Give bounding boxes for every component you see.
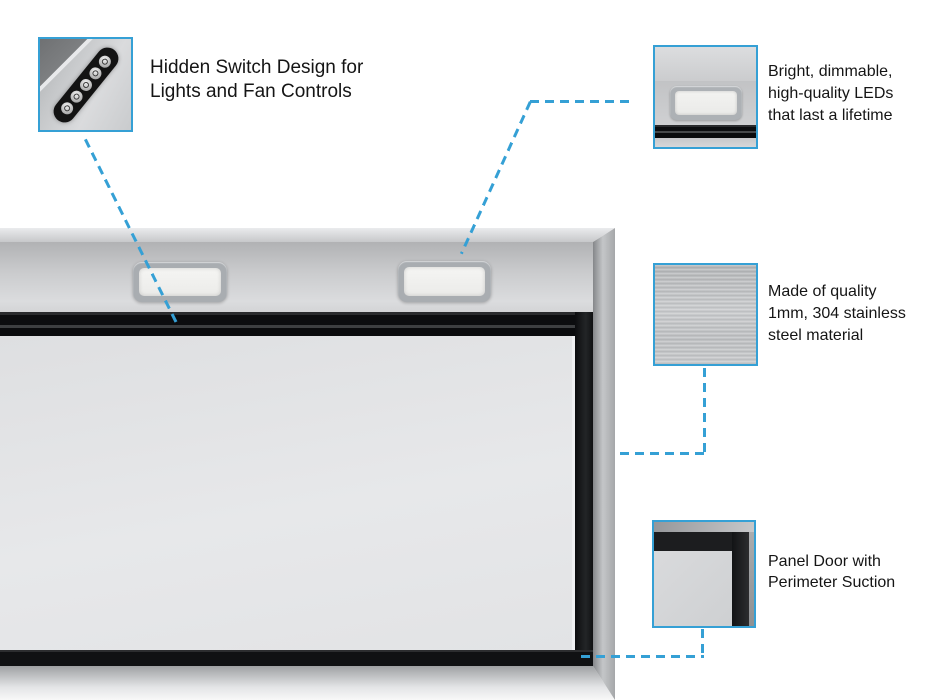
- callout-text-leds: Bright, dimmable, high-quality LEDs that…: [768, 63, 894, 124]
- hood-perimeter-suction-slot-top: [0, 312, 593, 336]
- hood-led-light-right: [398, 261, 491, 302]
- suction-slot-top: [654, 532, 749, 551]
- connector-line-panel-vertical: [701, 629, 704, 656]
- door-panel: [654, 551, 732, 626]
- hood-perimeter-suction-slot-right: [575, 312, 593, 666]
- frame-edge: [749, 532, 754, 626]
- stainless-band: [654, 522, 754, 532]
- range-hood-image: [0, 228, 615, 700]
- connector-line-steel-horizontal: [620, 452, 706, 455]
- hood-panel-door: [0, 336, 575, 650]
- hood-bottom-stainless-band: [0, 666, 615, 700]
- callout-text-hidden-switch: Hidden Switch Design for Lights and Fan …: [150, 57, 364, 102]
- door-corner-thumbnail: [652, 520, 756, 628]
- suction-slot-right: [732, 532, 749, 626]
- hood-perimeter-suction-slot-bottom: [0, 650, 593, 666]
- callout-text-steel: Made of quality 1mm, 304 stainless steel…: [768, 283, 906, 344]
- connector-line-panel-horizontal: [581, 655, 704, 658]
- stainless-band: [655, 47, 756, 81]
- stainless-band: [655, 138, 756, 147]
- switch-closeup-thumbnail: [38, 37, 133, 132]
- hood-outer-frame-top: [0, 228, 615, 242]
- led-lens: [404, 267, 485, 296]
- hood-top-stainless-band: [0, 242, 593, 312]
- suction-slot: [655, 125, 756, 138]
- hood-outer-frame-right: [593, 228, 615, 700]
- led-light: [670, 86, 742, 120]
- connector-line-steel-vertical: [703, 368, 706, 452]
- callout-text-panel-door: Panel Door with Perimeter Suction: [768, 553, 896, 591]
- led-closeup-thumbnail: [653, 45, 758, 149]
- brushed-steel-texture: [655, 265, 756, 364]
- steel-swatch-thumbnail: [653, 263, 758, 366]
- connector-line-led-horizontal: [530, 100, 631, 103]
- led-lens: [675, 91, 737, 115]
